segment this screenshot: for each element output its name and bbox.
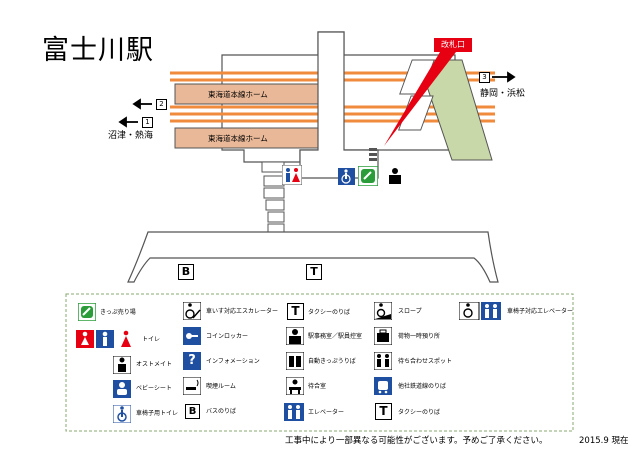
meeting-spot-icon xyxy=(374,352,392,370)
legend-label-ticket-gate: 自動きっぷうりば xyxy=(308,358,356,365)
legend-label-slope: スロープ xyxy=(398,308,422,315)
slope-icon xyxy=(374,302,392,320)
legend-label-taxi-stand: タクシーのりば xyxy=(308,309,351,316)
track-number-1: 1 xyxy=(142,117,153,128)
map-ticket-machine-icon xyxy=(358,166,378,186)
toilet-icon xyxy=(76,330,116,348)
information-icon: ? xyxy=(183,352,201,370)
lower-stairs xyxy=(261,161,285,233)
taxi-stand-icon-2: T xyxy=(375,403,392,420)
wheelchair-escalator-icon xyxy=(183,302,201,320)
smoking-room-icon xyxy=(183,377,201,395)
station-office-icon xyxy=(286,327,304,345)
wheelchair-elevator-icon xyxy=(459,302,503,320)
legend-label-coin-locker: コインロッカー xyxy=(206,333,249,340)
legend-label-wheelchair-toilet: 車椅子用トイレ xyxy=(136,410,179,417)
track-number-2: 2 xyxy=(156,99,167,110)
legend-label-ticket-machine: きっぷ売り場 xyxy=(100,309,136,316)
legend-label-baggage: 荷物一時預り所 xyxy=(398,333,441,340)
wheelchair-toilet-icon xyxy=(113,405,131,423)
legend-label-information: インフォメーション xyxy=(206,358,260,365)
map-wheelchair-icon xyxy=(338,168,355,185)
map-stairs-marker xyxy=(369,148,377,162)
notice-text: 工事中により一部異なる可能性がございます。予めご了承ください。 xyxy=(285,436,548,446)
ostomate-icon xyxy=(113,356,131,374)
legend-label-smoking-room: 喫煙ルーム xyxy=(206,383,236,390)
track-number-3: 3 xyxy=(479,72,490,83)
toilet-icon-red xyxy=(117,330,135,348)
platform-label-upper: 東海道本線ホーム xyxy=(208,90,268,99)
taxi-stand-icon: T xyxy=(287,303,304,320)
coin-locker-icon xyxy=(183,327,201,345)
waiting-room-icon xyxy=(286,377,304,395)
legend-label-baby-seat: ベビーシート xyxy=(136,385,172,392)
legend-label-ostomate: オストメイト xyxy=(136,361,173,368)
map-taxi-marker: T xyxy=(306,264,322,280)
legend-label-wheelchair-escalator: 車いす対応エスカレーター xyxy=(206,308,279,315)
direction-arrows xyxy=(118,71,516,128)
central-walkway xyxy=(299,31,379,179)
baby-seat-icon xyxy=(113,380,131,398)
legend-label-toilet: トイレ xyxy=(142,336,161,343)
ticket-machine-icon xyxy=(78,303,96,321)
platform-label-lower: 東海道本線ホーム xyxy=(208,134,268,143)
legend-box xyxy=(65,293,574,432)
station-title: 富士川駅 xyxy=(42,35,154,66)
legend-label-meeting-spot: 待ち合わせスポット xyxy=(398,358,453,365)
legend-label-waiting-room: 待合室 xyxy=(308,383,327,390)
date-text: 2015.9 現在 xyxy=(579,436,629,446)
gate-label: 改札口 xyxy=(434,38,472,52)
gate-pointer xyxy=(384,52,456,146)
map-station-office-icon xyxy=(385,166,405,186)
legend-label-private-rail: 他社鉄道線のりば xyxy=(398,383,447,390)
ticket-gate-icon xyxy=(286,352,304,370)
map-toilet-icon xyxy=(282,165,302,185)
legend-label-station-office: 駅事務室／駅員控室 xyxy=(308,333,363,340)
direction-text-3: 静岡・浜松 xyxy=(480,89,526,99)
legend-label-bus-stop: バスのりば xyxy=(206,408,237,415)
legend-label-elevator: エレベーター xyxy=(308,409,345,416)
station-plaza xyxy=(127,231,499,283)
map-bus-marker: B xyxy=(178,264,194,280)
bus-stop-icon: B xyxy=(185,404,200,419)
legend-label-wheelchair-elevator: 車椅子対応エレベーター xyxy=(507,308,574,315)
elevator-icon xyxy=(284,403,304,421)
legend-label-taxi-stand-2: タクシーのりば xyxy=(398,409,441,416)
private-rail-icon xyxy=(374,377,392,395)
direction-text-1: 沼津・熱海 xyxy=(108,131,154,141)
baggage-icon xyxy=(374,327,392,345)
